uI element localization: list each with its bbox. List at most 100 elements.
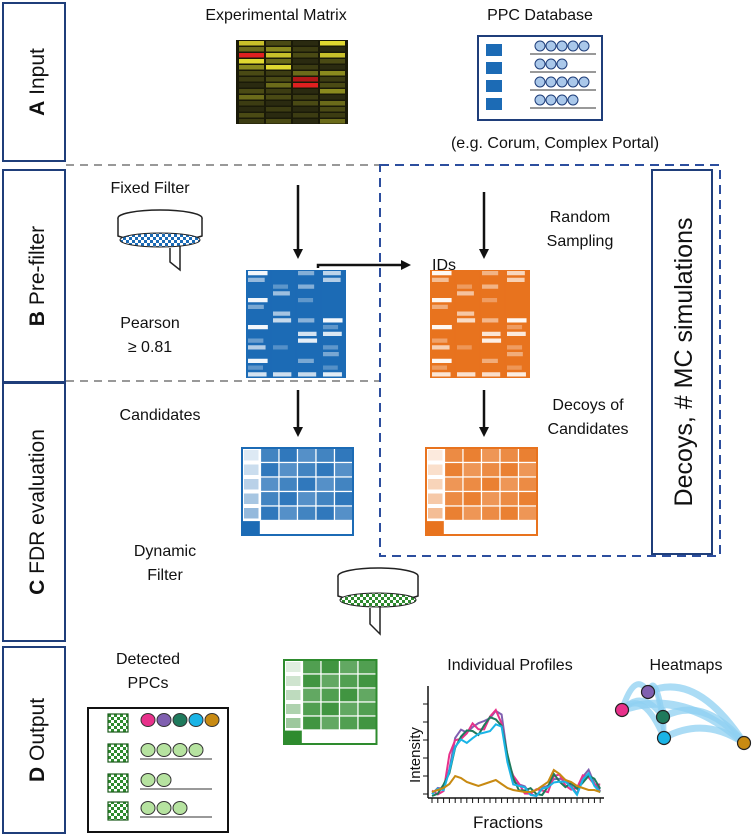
arrow-to-ids [316, 260, 411, 270]
fixed-filter-funnel-icon [117, 209, 203, 272]
section-c-letter: C [26, 580, 49, 595]
ids-label: IDs [432, 257, 456, 274]
matrix-cell [266, 41, 291, 46]
matrix-cell [320, 83, 345, 88]
matrix-cell [320, 65, 345, 70]
grid-cell [480, 519, 501, 536]
db-circle [545, 58, 557, 70]
matrix-cell [239, 95, 264, 100]
matrix-cell [293, 101, 318, 106]
grid-cell-shade [428, 479, 443, 490]
matrix-stripe [507, 271, 525, 276]
grid-cell [480, 505, 501, 522]
grid-cell [259, 461, 280, 478]
profiles-xlabel: Fractions [473, 813, 543, 832]
ppc-check-icon [107, 713, 129, 733]
grid-cell [425, 519, 446, 536]
matrix-stripe [457, 318, 476, 323]
db-circle [556, 94, 568, 106]
grid-cell [278, 519, 299, 536]
matrix-cell [266, 77, 291, 82]
section-d-box: D Output [2, 646, 66, 834]
ppc-member [156, 801, 172, 815]
db-circle [556, 40, 568, 52]
grid-cell [283, 729, 304, 745]
matrix-stripe [298, 331, 317, 336]
ppc-member [172, 801, 188, 815]
matrix-cell [320, 89, 345, 94]
grid-cell-shade [244, 493, 259, 504]
ppc-member [140, 773, 156, 787]
matrix-stripe [248, 358, 268, 363]
matrix-cell [239, 89, 264, 94]
grid-cell [499, 476, 520, 493]
matrix-stripe [432, 304, 448, 309]
matrix-cell [293, 95, 318, 100]
svg-text:B Pre-filter: B Pre-filter [26, 226, 49, 326]
matrix-stripe [248, 372, 267, 377]
matrix-cell [293, 107, 318, 112]
matrix-cell [320, 41, 345, 46]
matrix-stripe [482, 331, 501, 336]
db-circle [567, 94, 579, 106]
matrix-stripe [248, 277, 265, 282]
matrix-cell [266, 59, 291, 64]
svg-text:A Input: A Input [26, 48, 49, 116]
matrix-stripe [457, 291, 474, 296]
grid-border [283, 659, 378, 745]
matrix-cell [266, 83, 291, 88]
matrix-stripe [273, 318, 292, 323]
matrix-stripe [323, 352, 339, 357]
matrix-stripe [482, 372, 501, 377]
matrix-cell [320, 53, 345, 58]
matrix-cell [293, 119, 318, 124]
matrix-cell [320, 71, 345, 76]
grid-cell-shade [244, 450, 259, 461]
matrix-stripe [507, 352, 523, 357]
matrix-cell [293, 65, 318, 70]
matrix-stripe [432, 365, 448, 370]
grid-cell [320, 715, 341, 731]
grid-cell [320, 659, 341, 675]
section-c-box: C FDR evaluation [2, 382, 66, 642]
matrix-cell [293, 83, 318, 88]
candidates-label: Candidates [120, 407, 201, 424]
matrix-cell [266, 53, 291, 58]
grid-cell [301, 715, 322, 731]
matrix-stripe [432, 372, 451, 377]
matrix-stripe [457, 284, 473, 289]
network-edge [660, 724, 748, 747]
ppc-member [140, 801, 156, 815]
db-square [486, 98, 502, 110]
grid-cell [333, 519, 354, 536]
individual-profiles-plot [423, 686, 604, 803]
matrix-stripe [323, 277, 341, 282]
grid-cell [338, 729, 359, 745]
section-b-box: B Pre-filter [2, 169, 66, 383]
matrix-stripe [248, 298, 268, 303]
grid-cell [443, 476, 464, 493]
matrix-stripe [482, 271, 499, 276]
ppc-member [172, 713, 188, 727]
matrix-cell [266, 107, 291, 112]
grid-cell [462, 447, 483, 464]
grid-cell [338, 659, 359, 675]
grid-cell [278, 461, 299, 478]
grid-cell-shade [286, 676, 301, 686]
matrix-cell [320, 107, 345, 112]
matrix-stripe [248, 365, 264, 370]
matrix-cell [266, 119, 291, 124]
ppc-member [156, 713, 172, 727]
matrix-cell [239, 53, 264, 58]
network-node [640, 684, 656, 700]
decoy-candidates-grid-orange [425, 447, 538, 536]
heatmaps-network-icon [614, 681, 752, 751]
grid-cell [480, 476, 501, 493]
matrix-cell [239, 59, 264, 64]
matrix-stripe [323, 345, 339, 350]
grid-cell-shade [244, 508, 259, 519]
matrix-stripe [457, 345, 472, 350]
matrix-stripe [323, 318, 343, 323]
matrix-cell [239, 41, 264, 46]
matrix-cell [266, 71, 291, 76]
